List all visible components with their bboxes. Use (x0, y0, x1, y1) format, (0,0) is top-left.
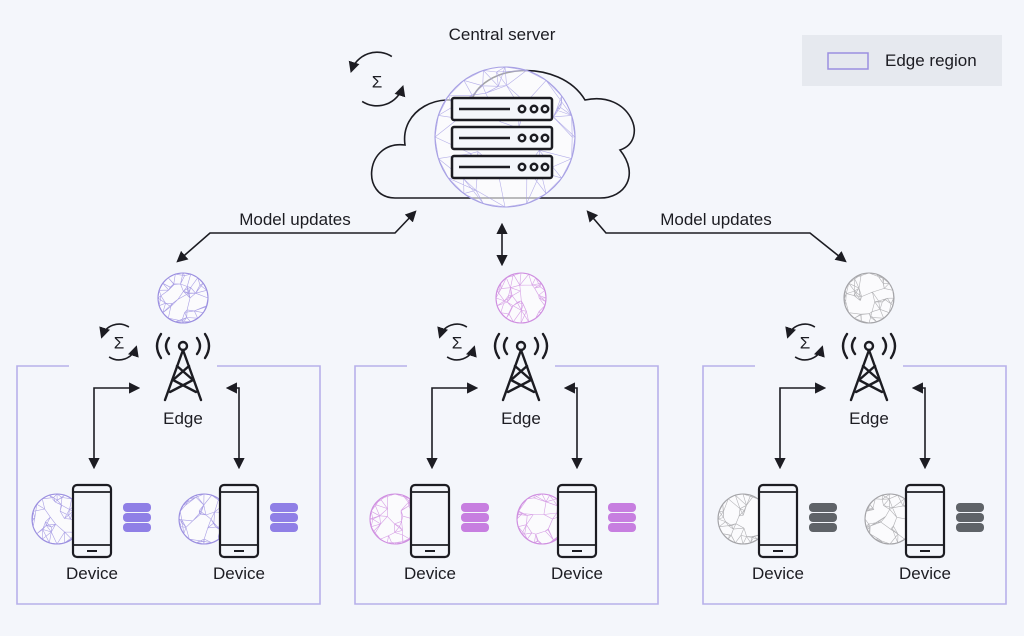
device: Device (516, 483, 636, 583)
device-label: Device (899, 564, 951, 583)
edge-device-arrow-right (563, 382, 583, 470)
database-icon (608, 503, 636, 532)
device: Device (864, 483, 984, 583)
edge-label: Edge (501, 409, 541, 428)
globe-mesh-icon (864, 493, 916, 545)
edge-device-arrow-left (426, 382, 479, 470)
legend-background (802, 35, 1002, 86)
central-server-title: Central server (449, 25, 556, 44)
smartphone-icon (904, 483, 946, 559)
legend: Edge region (802, 35, 1002, 86)
edge-label: Edge (849, 409, 889, 428)
antenna-tower-icon (155, 332, 211, 402)
antenna-tower-icon (841, 332, 897, 402)
device: Device (178, 483, 298, 583)
database-icon (809, 503, 837, 532)
database-icon (270, 503, 298, 532)
sync-arrows-icon: Σ (99, 323, 139, 361)
database-icon (461, 503, 489, 532)
smartphone-icon (218, 483, 260, 559)
edge-label: Edge (163, 409, 203, 428)
edge-region-border (16, 365, 321, 605)
sync-arrows-icon: Σ (348, 51, 406, 107)
smartphone-icon (409, 483, 451, 559)
device-label: Device (752, 564, 804, 583)
sync-arrows-icon: Σ (785, 323, 825, 361)
model-updates-arrow-right (586, 210, 847, 263)
sync-arrows-icon: Σ (437, 323, 477, 361)
globe-mesh-icon (157, 272, 209, 324)
database-icon (123, 503, 151, 532)
device-label: Device (551, 564, 603, 583)
device: Device (717, 483, 837, 583)
edge-region-border (702, 365, 1007, 605)
edge-device-arrow-left (88, 382, 141, 470)
model-update-arrows (176, 210, 847, 267)
smartphone-icon (556, 483, 598, 559)
smartphone-icon (757, 483, 799, 559)
server-icon (450, 96, 554, 180)
model-updates-arrow-left (176, 210, 417, 263)
globe-mesh-icon (843, 272, 895, 324)
device-label: Device (404, 564, 456, 583)
device: Device (31, 483, 151, 583)
edge-device-arrow-left (774, 382, 827, 470)
device-label: Device (213, 564, 265, 583)
edge-region-border (354, 365, 659, 605)
device-label: Device (66, 564, 118, 583)
smartphone-icon (71, 483, 113, 559)
sigma-symbol: Σ (800, 333, 811, 352)
sigma-symbol: Σ (372, 73, 383, 92)
model-updates-label-right: Model updates (660, 210, 772, 229)
legend-label: Edge region (885, 51, 977, 70)
sigma-symbol: Σ (114, 333, 125, 352)
sigma-symbol: Σ (452, 333, 463, 352)
database-icon (956, 503, 984, 532)
legend-swatch (827, 52, 869, 70)
edge-device-arrow-right (225, 382, 245, 470)
antenna-tower-icon (493, 332, 549, 402)
globe-mesh-icon (495, 272, 547, 324)
device: Device (369, 483, 489, 583)
edge-device-arrow-right (911, 382, 931, 470)
model-updates-label-left: Model updates (239, 210, 351, 229)
